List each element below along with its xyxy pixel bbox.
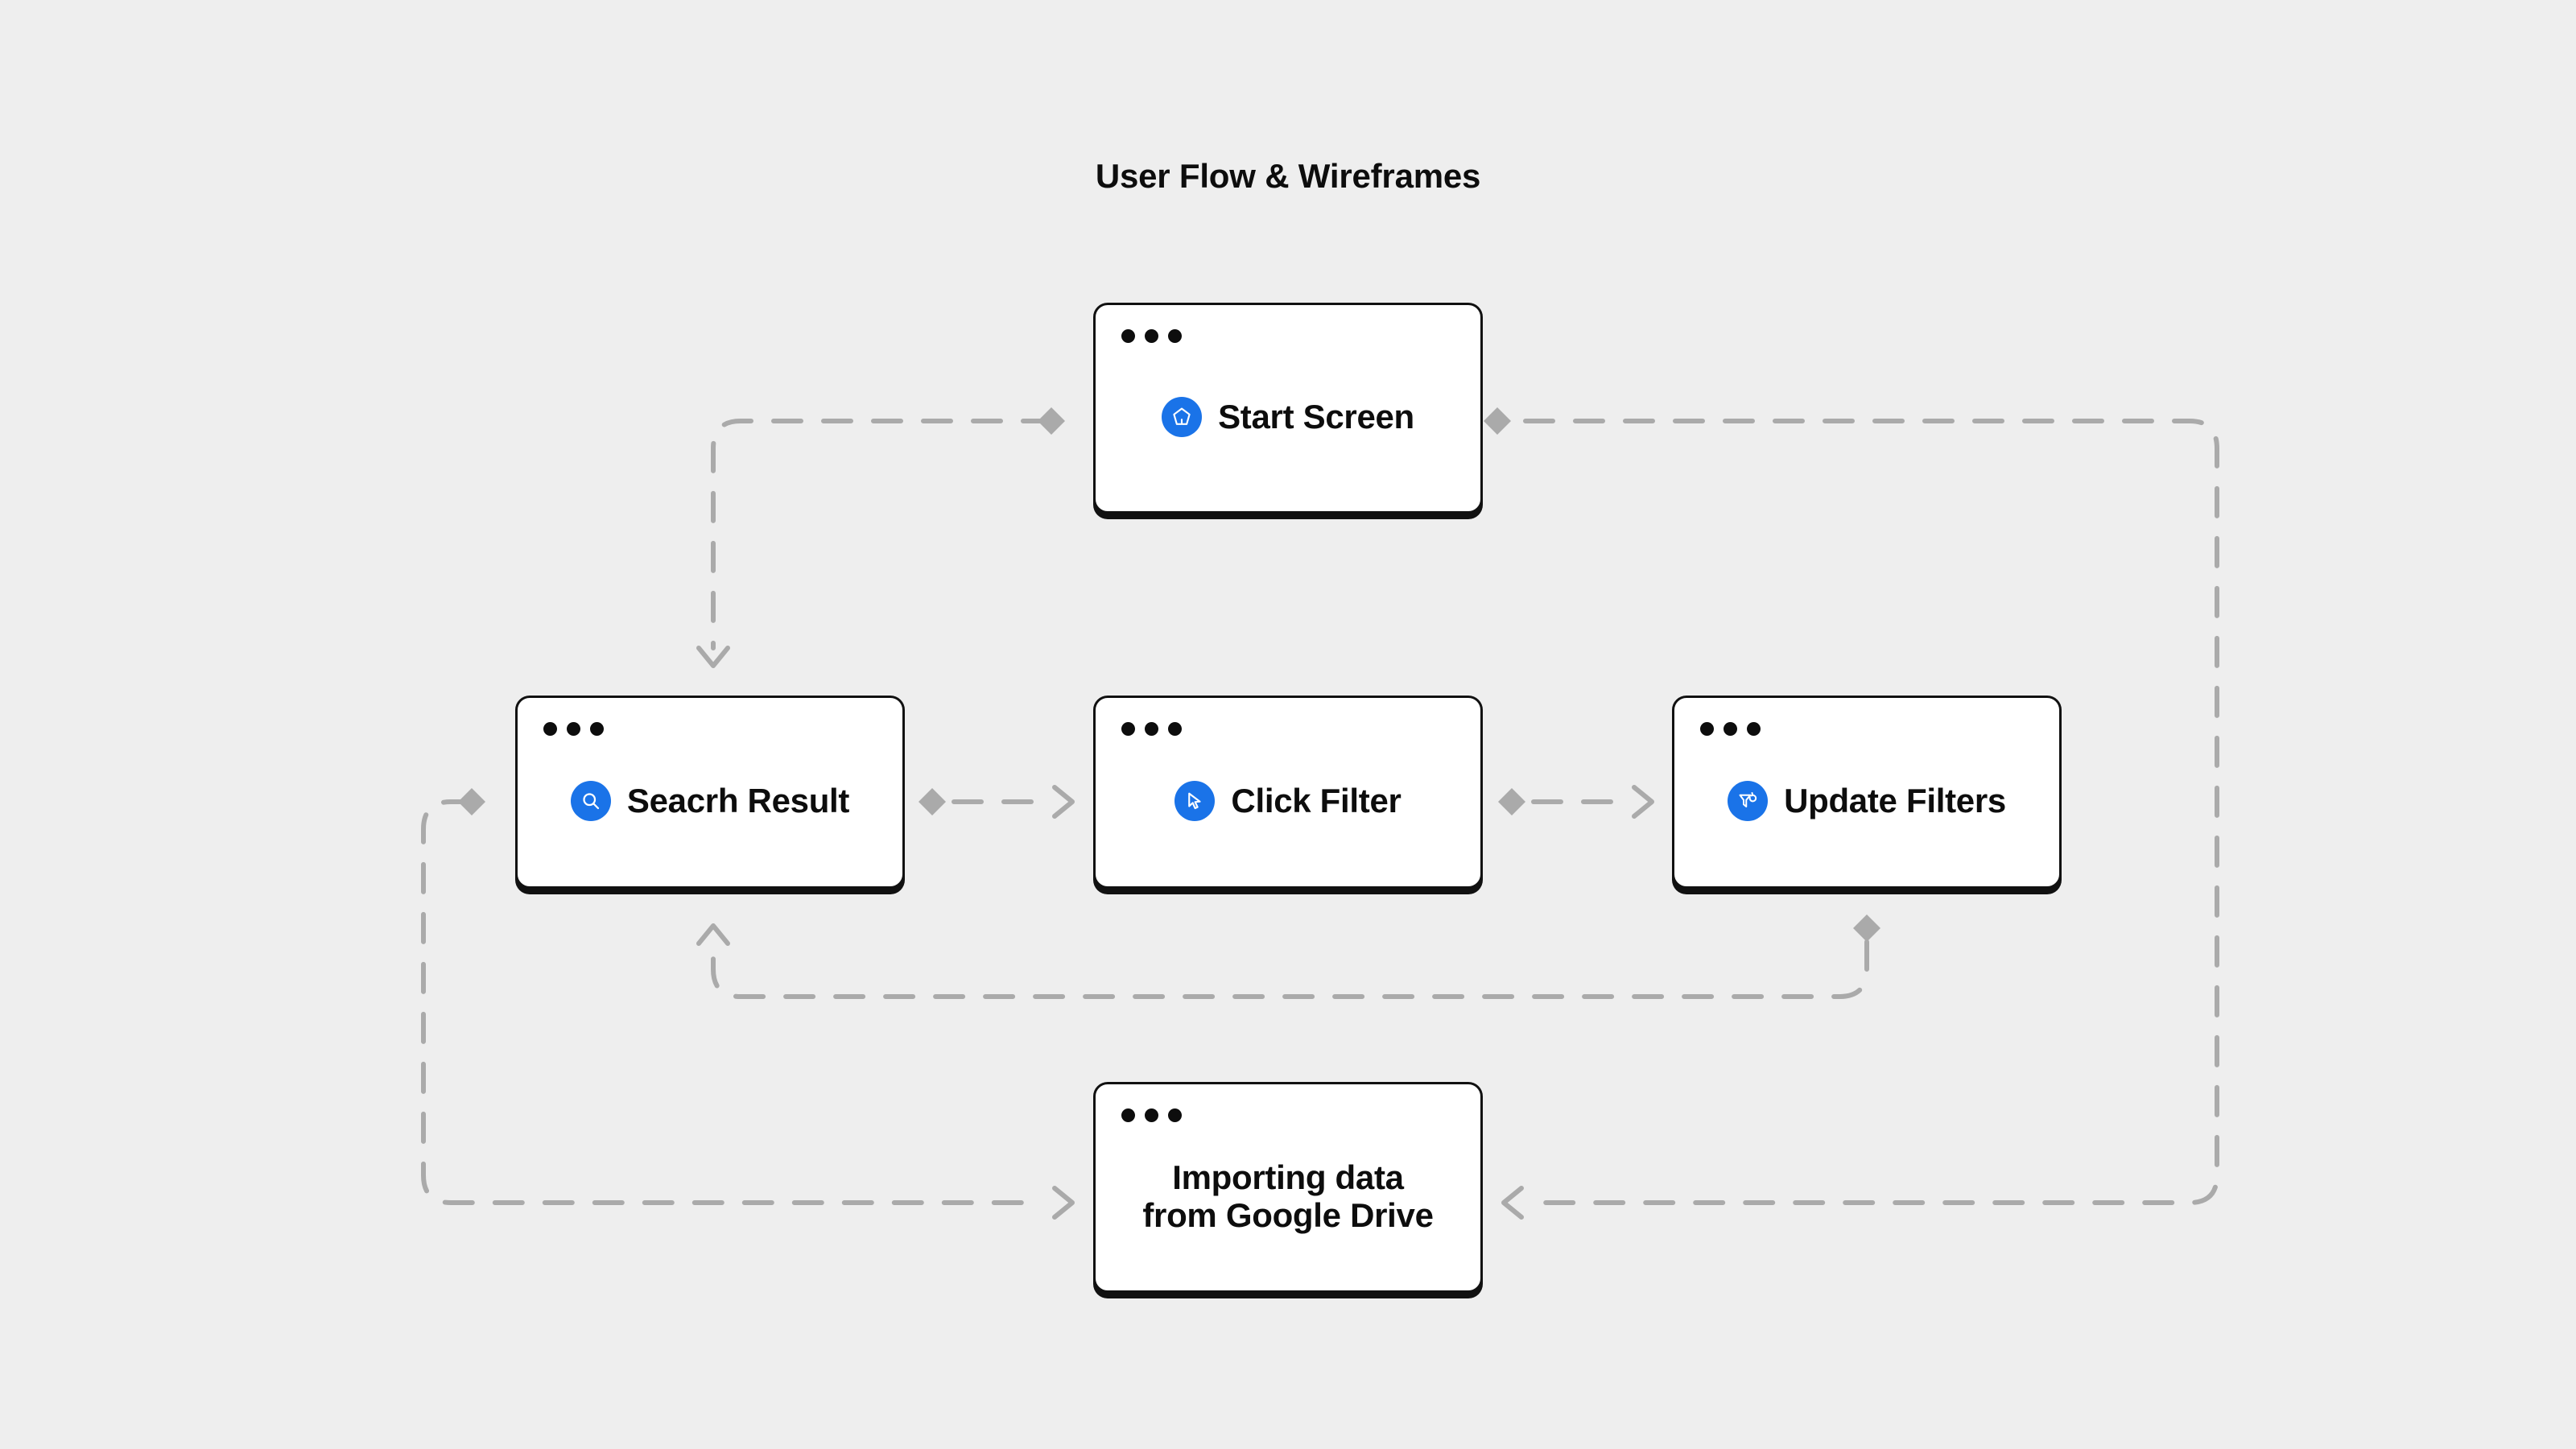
- filter-refresh-icon: [1728, 781, 1769, 821]
- cursor-icon: [1174, 781, 1216, 821]
- wireframe-card-importing-data[interactable]: Importing data from Google Drive: [1093, 1082, 1483, 1293]
- window-dot: [543, 722, 557, 736]
- card-body: Click Filter: [1096, 698, 1480, 886]
- window-control-dots: [1121, 722, 1182, 736]
- window-dot: [1121, 1108, 1135, 1122]
- window-dot: [1145, 329, 1158, 343]
- window-control-dots: [543, 722, 604, 736]
- card-label: Start Screen: [1218, 398, 1414, 436]
- card-body: Start Screen: [1096, 305, 1480, 511]
- card-body: Seacrh Result: [518, 698, 902, 886]
- edge-update-to-search: [696, 914, 1880, 999]
- card-label: Click Filter: [1231, 782, 1402, 820]
- wireframe-card-search-result[interactable]: Seacrh Result: [515, 696, 905, 889]
- window-control-dots: [1121, 329, 1182, 343]
- card-body: Update Filters: [1674, 698, 2059, 886]
- window-dot: [590, 722, 604, 736]
- search-icon: [570, 781, 611, 821]
- card-label: Importing data from Google Drive: [1142, 1158, 1434, 1234]
- wireframe-card-update-filters[interactable]: Update Filters: [1672, 696, 2062, 889]
- window-control-dots: [1121, 1108, 1182, 1122]
- window-dot: [1121, 329, 1135, 343]
- wireframe-card-start-screen[interactable]: Start Screen: [1093, 303, 1483, 514]
- edge-start-to-search: [696, 407, 1065, 668]
- window-dot: [1168, 722, 1182, 736]
- window-dot: [1168, 1108, 1182, 1122]
- window-dot: [1168, 329, 1182, 343]
- window-dot: [1121, 722, 1135, 736]
- wireframe-card-click-filter[interactable]: Click Filter: [1093, 696, 1483, 889]
- edge-click-to-update: [1498, 785, 1654, 819]
- window-dot: [567, 722, 580, 736]
- page-title: User Flow & Wireframes: [1095, 157, 1481, 195]
- home-icon: [1162, 397, 1203, 437]
- window-dot: [1145, 1108, 1158, 1122]
- card-label: Seacrh Result: [626, 782, 850, 820]
- card-label: Update Filters: [1784, 782, 2006, 820]
- card-body: Importing data from Google Drive: [1096, 1084, 1480, 1290]
- edge-search-to-click: [919, 785, 1075, 819]
- window-dot: [1145, 722, 1158, 736]
